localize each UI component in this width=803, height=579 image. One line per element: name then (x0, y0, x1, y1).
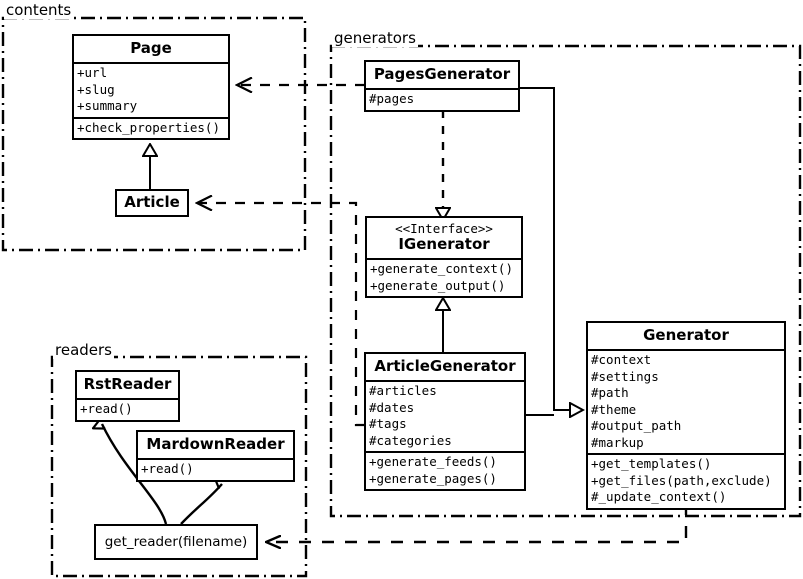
operation-row: +read() (80, 401, 133, 416)
class-operations-igenerator: +generate_context() +generate_output() (367, 258, 521, 296)
class-attributes-pagesgenerator: #pages (366, 88, 518, 110)
attribute-row: #theme (591, 401, 637, 417)
class-name-articlegenerator: ArticleGenerator (374, 357, 516, 375)
attribute-row: #articles (369, 383, 437, 398)
class-attributes-articlegenerator: #articles #dates #tags #categories (366, 380, 524, 451)
package-label-readers: readers (53, 341, 114, 359)
class-box-article[interactable]: Article (115, 189, 189, 217)
operation-row: +generate_output() (370, 277, 506, 293)
function-label-get-reader: get_reader(filename) (104, 534, 248, 550)
attribute-row: #context (591, 352, 652, 367)
class-attributes-generator: #context #settings #path #theme #output_… (588, 349, 784, 453)
attribute-row: #categories (369, 432, 452, 448)
class-box-generator[interactable]: Generator #context #settings #path #them… (586, 321, 786, 510)
dependency-articlegenerator-article (196, 203, 365, 427)
class-box-rstreader[interactable]: RstReader +read() (75, 370, 180, 422)
attribute-row: +slug (77, 81, 115, 97)
attribute-row: #dates (369, 399, 415, 415)
attribute-row: #path (591, 385, 629, 400)
class-name-text-igenerator: IGenerator (398, 235, 490, 254)
class-operations-mardownreader: +read() (138, 458, 293, 480)
attribute-row: #output_path (591, 418, 682, 433)
class-box-igenerator[interactable]: <<Interface>> IGenerator +generate_conte… (365, 216, 523, 299)
class-attributes-page: +url +slug +summary (74, 62, 228, 117)
class-operations-page: +check_properties() (74, 116, 228, 139)
package-label-generators: generators (332, 29, 418, 47)
attribute-row: +url (77, 65, 108, 80)
operation-row: #_update_context() (591, 489, 727, 504)
operation-row: +generate_feeds() (369, 454, 497, 469)
class-operations-rstreader: +read() (77, 398, 178, 420)
class-stereotype-igenerator: <<Interface>> (395, 221, 493, 236)
class-name-rstreader: RstReader (83, 375, 172, 393)
class-box-mardownreader[interactable]: MardownReader +read() (136, 430, 295, 482)
class-name-article: Article (124, 193, 180, 211)
class-box-pagesgenerator[interactable]: PagesGenerator #pages (364, 60, 520, 112)
operation-row: +get_files(path,exclude) (591, 472, 772, 488)
operation-row: +check_properties() (77, 119, 220, 135)
function-box-get-reader[interactable]: get_reader(filename) (94, 524, 258, 560)
class-name-page: Page (130, 39, 172, 57)
class-name-igenerator: <<Interface>> IGenerator (367, 218, 521, 258)
class-operations-generator: +get_templates() +get_files(path,exclude… (588, 453, 784, 508)
operation-row: +get_templates() (591, 456, 712, 471)
class-name-mardownreader: MardownReader (146, 435, 285, 453)
attribute-row: #pages (369, 91, 415, 106)
attribute-row: #tags (369, 416, 407, 431)
class-operations-articlegenerator: +generate_feeds() +generate_pages() (366, 451, 524, 489)
operation-row: +generate_pages() (369, 470, 497, 486)
class-box-page[interactable]: Page +url +slug +summary +check_properti… (72, 34, 230, 140)
operation-row: +generate_context() (370, 261, 513, 277)
operation-row: +read() (141, 461, 194, 476)
class-name-pagesgenerator: PagesGenerator (373, 65, 511, 83)
creates-getreader-mardownreader (180, 484, 222, 525)
attribute-row: +summary (77, 98, 138, 113)
class-box-articlegenerator[interactable]: ArticleGenerator #articles #dates #tags … (364, 352, 526, 491)
attribute-row: #settings (591, 368, 659, 384)
generalization-pagesgenerator-generator (520, 87, 570, 410)
package-label-contents: contents (4, 1, 74, 19)
attribute-row: #markup (591, 434, 644, 450)
class-name-generator: Generator (643, 326, 729, 344)
